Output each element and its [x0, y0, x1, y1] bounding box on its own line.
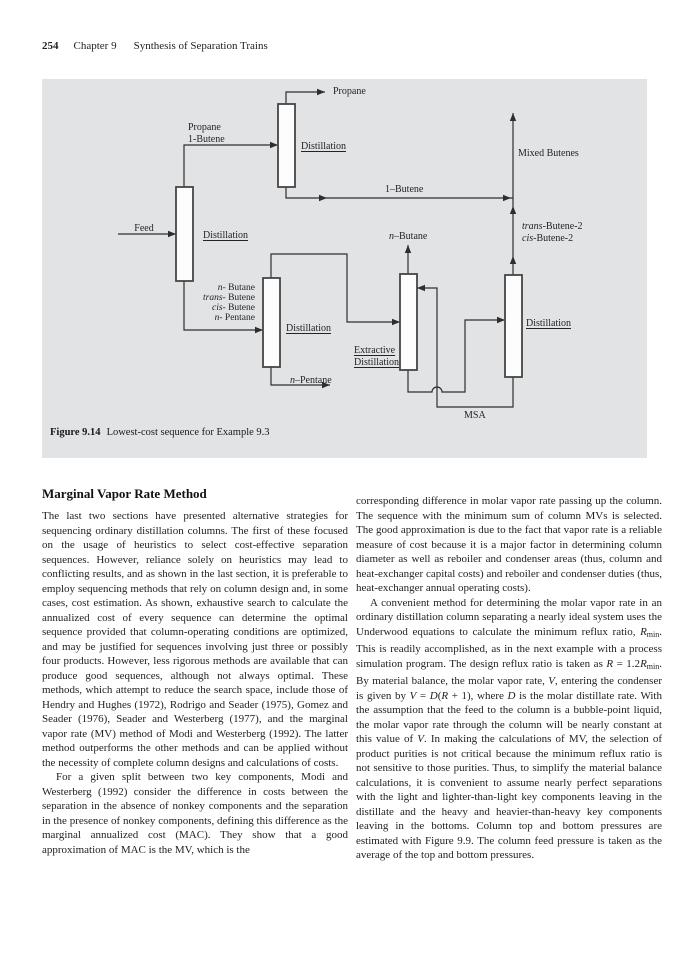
propane-line	[285, 91, 325, 104]
distillation-columns	[175, 103, 523, 378]
figure-caption-text: Lowest-cost sequence for Example 9.3	[106, 427, 270, 438]
arrow-col5-feed	[497, 316, 505, 324]
label-trans-butene-component: trans- Butene	[203, 293, 255, 303]
section-heading: Marginal Vapor Rate Method	[42, 486, 207, 501]
column-3-rect	[262, 277, 281, 368]
col3-overhead-line	[270, 253, 400, 323]
chapter-title: Synthesis of Separation Trains	[133, 40, 268, 52]
column-4-extractive-rect	[399, 273, 418, 371]
figure-caption-label: Figure 9.14	[50, 427, 101, 438]
label-extractive-line2: Distillation	[354, 357, 399, 368]
label-col2-feed: Propane 1-Butene	[188, 122, 225, 145]
label-distillation-1: Distillation	[203, 230, 248, 241]
label-col2-feed-line1: Propane	[188, 122, 221, 133]
arrow-one-butene-mid	[319, 194, 327, 202]
body-column-right: corresponding difference in molar vapor …	[356, 494, 662, 863]
label-mixed-butenes: Mixed Butenes	[518, 148, 579, 159]
column-5-rect	[504, 274, 523, 378]
arrow-col3-feed	[255, 326, 263, 334]
arrow-mixed-butenes	[509, 113, 517, 121]
n-pentane-line	[270, 367, 330, 386]
arrow-col5-overhead	[509, 256, 517, 264]
label-trans-cis-butene: trans-Butene-2 cis-Butene-2	[522, 221, 583, 244]
label-propane-product: Propane	[333, 86, 366, 97]
flowsheet-diagram	[118, 88, 523, 408]
label-n-pentane-product: n–Pentane	[290, 375, 332, 386]
paragraph: For a given split between two key compon…	[42, 771, 348, 856]
msa-recycle-line	[417, 287, 514, 408]
arrowheads	[168, 88, 517, 389]
label-one-butene: 1–Butene	[385, 184, 424, 195]
label-distillation-5: Distillation	[526, 318, 571, 329]
arrow-propane	[317, 88, 325, 96]
label-n-butane-component: n- Butane	[217, 283, 255, 293]
page-number: 254	[42, 40, 59, 52]
paragraph: A convenient method for determining the …	[356, 596, 662, 862]
figure-caption: Figure 9.14 Lowest-cost sequence for Exam…	[50, 427, 270, 438]
running-head: 254 Chapter 9 Synthesis of Separation Trai…	[42, 40, 268, 52]
label-col2-feed-line2: 1-Butene	[188, 133, 225, 145]
one-butene-line	[285, 187, 513, 199]
label-cis-butene-2: cis-Butene-2	[522, 232, 574, 244]
paragraph: corresponding difference in molar vapor …	[356, 495, 662, 594]
paragraph: The last two sections have presented alt…	[42, 510, 348, 769]
label-distillation-3: Distillation	[286, 323, 331, 334]
arrow-trans-cis-up	[509, 206, 517, 214]
label-col1-bottoms-components: n- Butane trans- Butene cis- Butene n- P…	[175, 283, 255, 323]
arrow-col4-feed	[392, 318, 400, 326]
arrow-feed	[168, 230, 176, 238]
figure-9-14-panel: Feed Propane 1-Butene Distillation Propa…	[42, 79, 647, 458]
chapter-label: Chapter 9	[73, 40, 117, 52]
label-feed: Feed	[134, 223, 154, 234]
label-distillation-2: Distillation	[301, 141, 346, 152]
column-2-rect	[277, 103, 296, 188]
column-1-rect	[175, 186, 194, 282]
arrow-one-butene-junction	[503, 194, 511, 202]
label-msa: MSA	[464, 410, 486, 421]
label-n-pentane-component: n- Pentane	[214, 313, 255, 323]
arrow-n-pentane	[322, 381, 330, 389]
label-extractive-line1: Extractive	[354, 345, 396, 356]
body-column-left: The last two sections have presented alt…	[42, 509, 348, 857]
arrow-n-butane	[404, 245, 412, 253]
label-n-butane-product: n–Butane	[389, 231, 428, 242]
label-cis-butene-component: cis- Butene	[211, 303, 255, 313]
arrow-msa-inlet	[417, 284, 425, 292]
label-trans-butene-2: trans-Butene-2	[522, 221, 583, 232]
col4-bottoms-line	[407, 319, 505, 393]
arrow-col2-feed	[270, 141, 278, 149]
col1-bottoms-line	[183, 281, 263, 331]
label-extractive-distillation: Extractive Distillation	[354, 345, 399, 369]
col1-overhead-line	[183, 144, 278, 187]
